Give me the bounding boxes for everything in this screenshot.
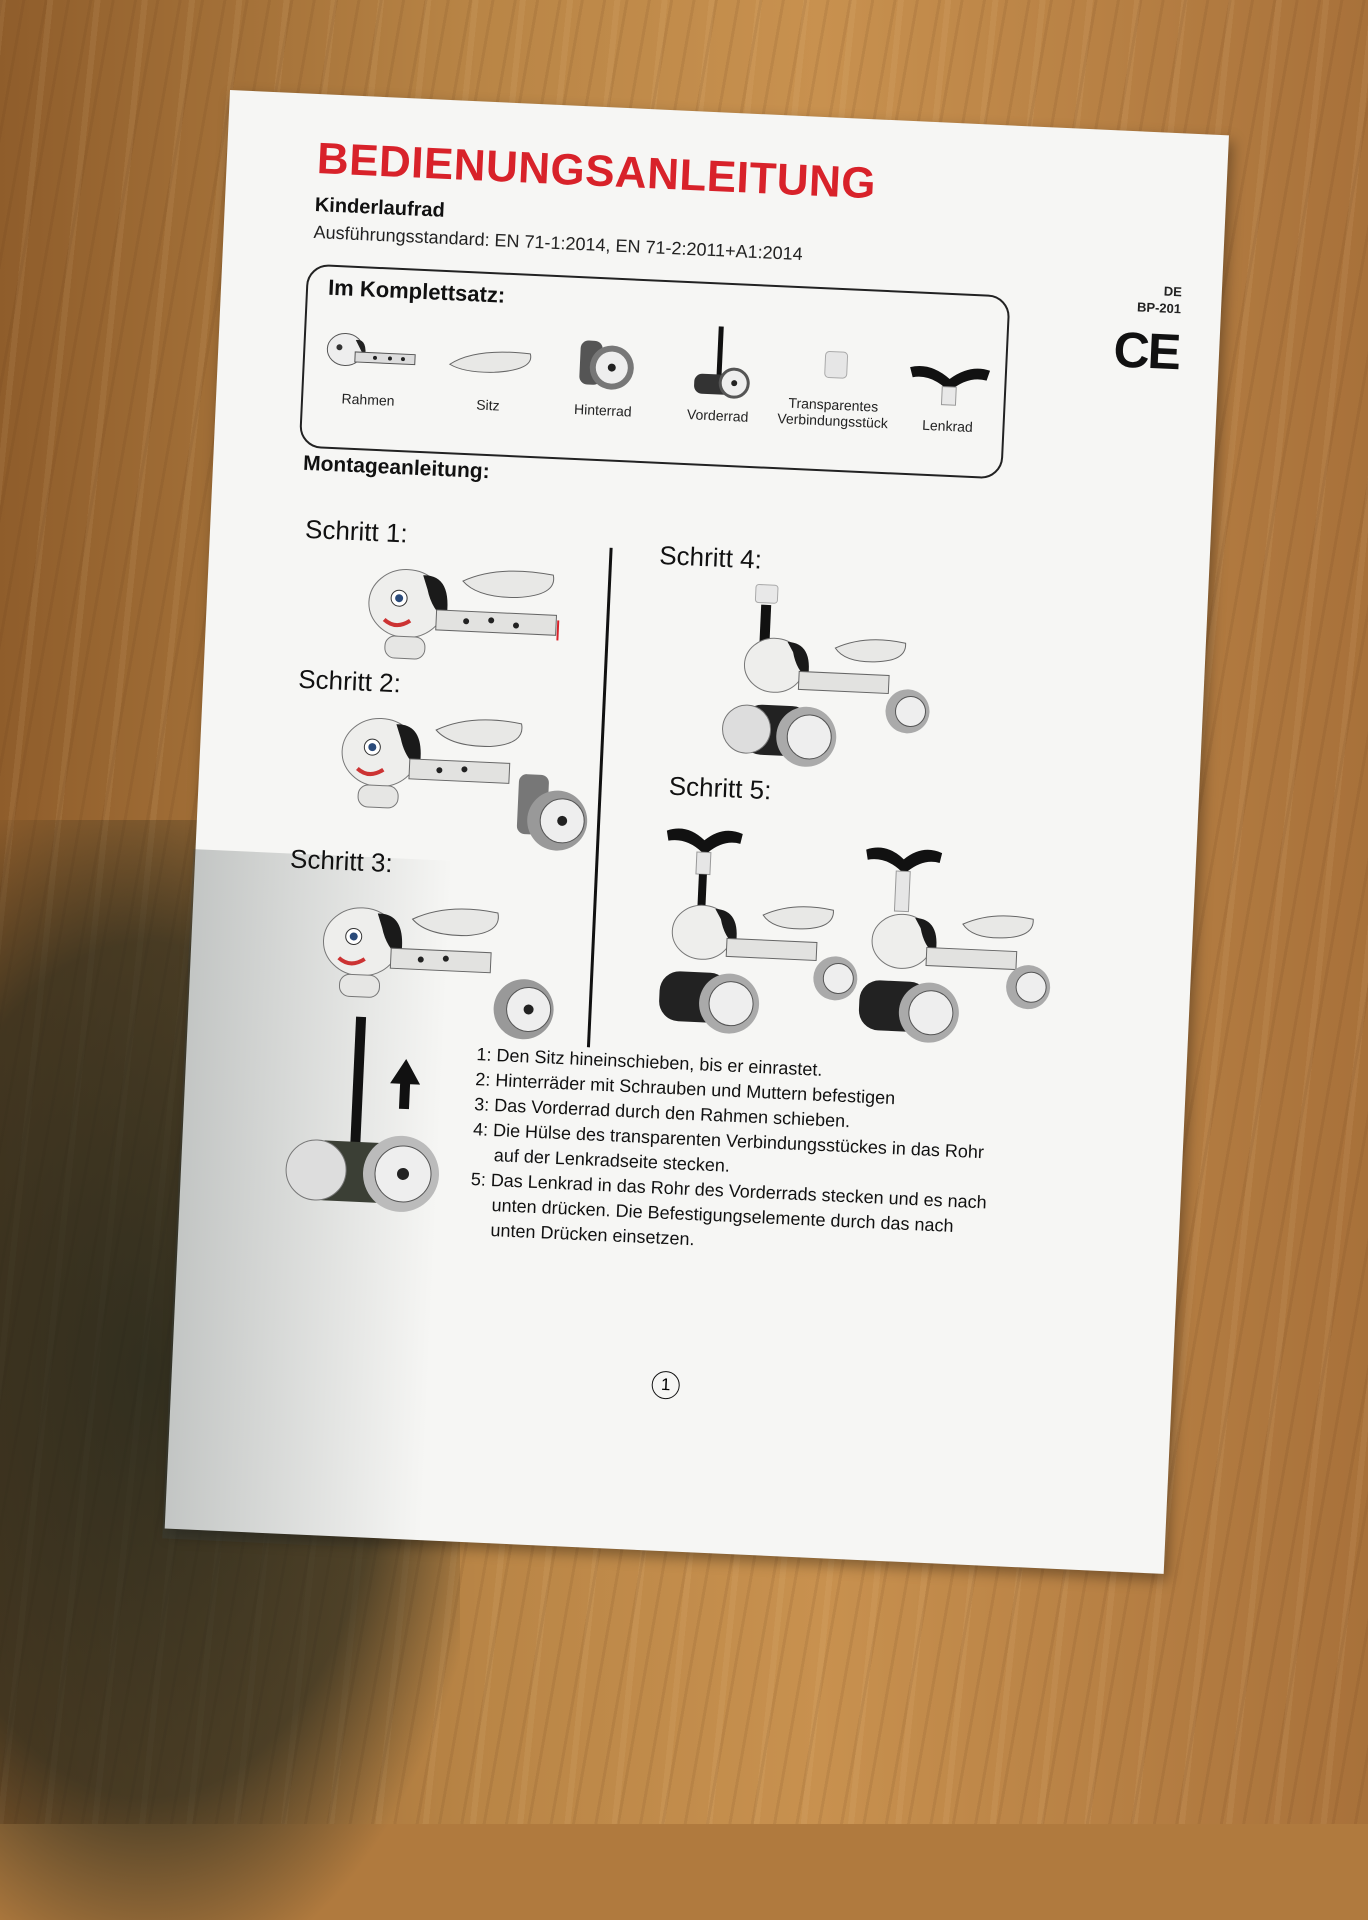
kit-label-frame: Rahmen [341,390,395,409]
kit-item-frame: Rahmen [313,320,427,410]
kit-contents-box: Im Komplettsatz: Rahmen Sitz [298,263,1011,480]
assembly-instructions: 1: Den Sitz hineinschieben, bis er einra… [468,1042,1036,1267]
step-2-label: Schritt 2: [297,663,402,699]
kit-item-rear-wheel: Hinterrad [548,331,662,421]
frame-icon [326,332,416,367]
kit-label-rear-wheel: Hinterrad [573,400,632,420]
lang-code: DE [1163,283,1183,300]
step-5-illustration-a [659,828,858,1034]
kit-label-connector: Transparentes Verbindungsstück [777,394,889,432]
kit-title: Im Komplettsatz: [327,274,506,308]
step-3-illustration [285,907,554,1212]
step-4-illustration [722,584,930,767]
connector-icon [824,350,849,379]
model-code: DE BP-201 [1137,281,1183,317]
step-5-illustration-b [858,847,1051,1043]
kit-label-seat: Sitz [475,396,500,414]
step-1-illustration [368,569,560,660]
standard-text: Ausführungsstandard: EN 71-1:2014, EN 71… [313,221,804,265]
step-2-illustration [341,717,588,851]
step-4-label: Schritt 4: [658,539,763,575]
model-number: BP-201 [1136,299,1182,317]
ce-mark: CE [1112,321,1181,381]
seat-icon [448,351,532,373]
step-3-label: Schritt 3: [289,843,394,879]
assembly-title: Montageanleitung: [302,451,491,484]
instruction-sheet: BEDIENUNGSANLEITUNG Kinderlaufrad Ausfüh… [162,90,1229,1574]
kit-label-front-wheel: Vorderrad [686,406,749,425]
kit-item-front-wheel: Vorderrad [662,326,776,426]
page-number: 1 [651,1370,681,1400]
front-wheel-icon [694,326,750,399]
kit-label-handlebar: Lenkrad [921,416,974,436]
kit-item-handlebar: Lenkrad [892,346,1006,436]
kit-item-seat: Sitz [433,326,547,416]
kit-item-connector: Transparentes Verbindungsstück [772,341,896,431]
product-name: Kinderlaufrad [314,193,446,222]
step-1-label: Schritt 1: [304,513,409,549]
handlebar-icon [910,365,991,406]
rear-wheel-icon [579,340,634,390]
